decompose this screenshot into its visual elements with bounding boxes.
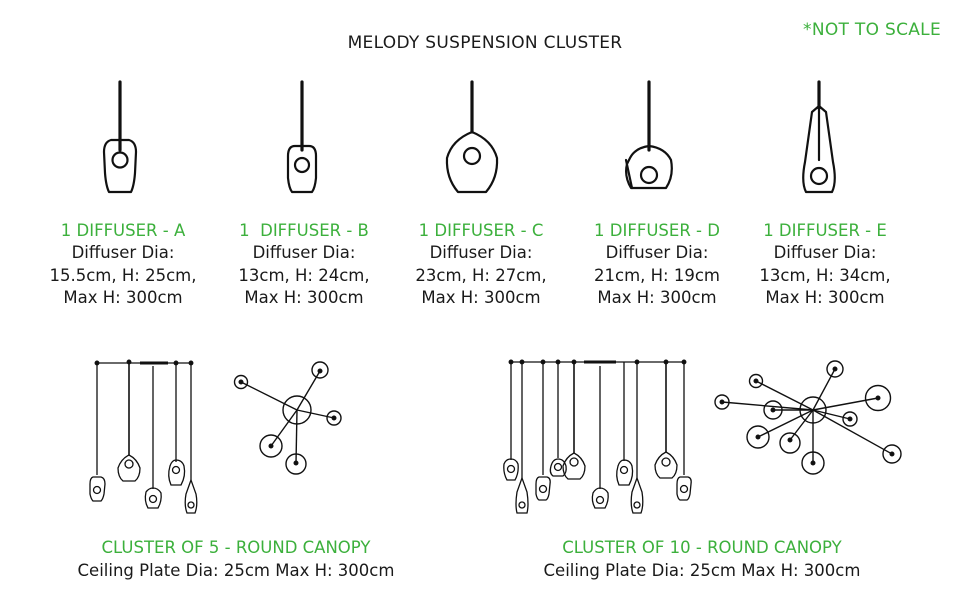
cluster-5-side-view — [89, 359, 198, 514]
diffuser-e-drawing — [802, 80, 836, 194]
diffuser-c-line2: 23cm, H: 27cm, — [415, 265, 547, 285]
cluster-10-detail: Ceiling Plate Dia: 25cm Max H: 300cm — [543, 560, 861, 580]
cluster-10-top-view — [714, 360, 902, 475]
diffuser-e-name: 1 DIFFUSER - E — [763, 221, 887, 240]
diffuser-a-line1: Diffuser Dia: — [71, 243, 175, 263]
diffuser-c-name: 1 DIFFUSER - C — [418, 221, 544, 240]
diffuser-c-line3: Max H: 300cm — [421, 287, 541, 307]
diffuser-d-drawing — [624, 80, 673, 190]
diffuser-b-spec: 1 DIFFUSER - B Diffuser Dia: 13cm, H: 24… — [214, 220, 394, 309]
cluster-10-name: CLUSTER OF 10 - ROUND CANOPY — [562, 538, 842, 557]
diffuser-d-name: 1 DIFFUSER - D — [594, 221, 720, 240]
cluster-5-detail: Ceiling Plate Dia: 25cm Max H: 300cm — [77, 560, 395, 580]
diffuser-c-drawing — [445, 80, 499, 194]
diffuser-c-line1: Diffuser Dia: — [429, 243, 533, 263]
cluster-5-caption: CLUSTER OF 5 - ROUND CANOPY Ceiling Plat… — [36, 537, 436, 582]
diffuser-a-line2: 15.5cm, H: 25cm, — [49, 265, 197, 285]
diffuser-b-name: 1 DIFFUSER - B — [239, 221, 369, 240]
diffuser-a-spec: 1 DIFFUSER - A Diffuser Dia: 15.5cm, H: … — [33, 220, 213, 309]
diffuser-b-line3: Max H: 300cm — [244, 287, 364, 307]
diffuser-b-line2: 13cm, H: 24cm, — [238, 265, 370, 285]
diffuser-d-spec: 1 DIFFUSER - D Diffuser Dia: 21cm, H: 19… — [567, 220, 747, 309]
not-to-scale-note: *NOT TO SCALE — [803, 20, 941, 40]
diffuser-e-line3: Max H: 300cm — [765, 287, 885, 307]
diagram-title: MELODY SUSPENSION CLUSTER — [347, 33, 623, 53]
diffuser-d-line1: Diffuser Dia: — [605, 243, 709, 263]
diffuser-b-drawing — [286, 80, 318, 194]
diffuser-e-line1: Diffuser Dia: — [773, 243, 877, 263]
cluster-10-caption: CLUSTER OF 10 - ROUND CANOPY Ceiling Pla… — [502, 537, 902, 582]
diffuser-b-line1: Diffuser Dia: — [252, 243, 356, 263]
diffuser-d-line2: 21cm, H: 19cm — [594, 265, 720, 285]
diffuser-a-line3: Max H: 300cm — [63, 287, 183, 307]
diffuser-e-line2: 13cm, H: 34cm, — [759, 265, 891, 285]
diffuser-a-name: 1 DIFFUSER - A — [60, 221, 186, 240]
cluster-5-top-view — [233, 361, 342, 475]
cluster-5-name: CLUSTER OF 5 - ROUND CANOPY — [101, 538, 371, 557]
diffuser-e-spec: 1 DIFFUSER - E Diffuser Dia: 13cm, H: 34… — [735, 220, 915, 309]
diffuser-c-spec: 1 DIFFUSER - C Diffuser Dia: 23cm, H: 27… — [391, 220, 571, 309]
diffuser-d-line3: Max H: 300cm — [597, 287, 717, 307]
cluster-10-side-view — [503, 359, 692, 514]
diffuser-a-drawing — [102, 80, 138, 194]
